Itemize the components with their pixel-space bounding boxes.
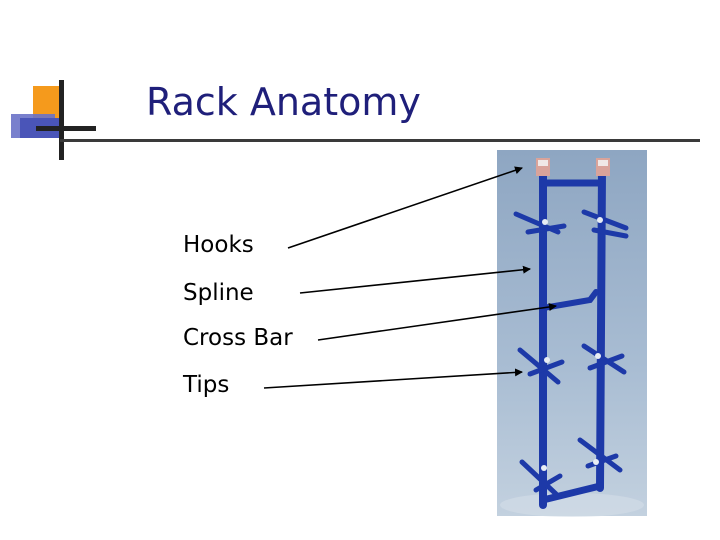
label-spline: Spline [183, 280, 254, 306]
slide-logo-icon [11, 80, 96, 160]
slide-title: Rack Anatomy [146, 80, 421, 124]
title-rule [60, 139, 700, 142]
label-hooks: Hooks [183, 232, 254, 258]
label-tips: Tips [183, 372, 230, 398]
arrow-cross-bar [317, 303, 557, 341]
arrow-spline [299, 265, 531, 294]
arrow-hooks [287, 166, 523, 249]
label-cross-bar: Cross Bar [183, 325, 293, 351]
arrow-tips [263, 368, 523, 389]
